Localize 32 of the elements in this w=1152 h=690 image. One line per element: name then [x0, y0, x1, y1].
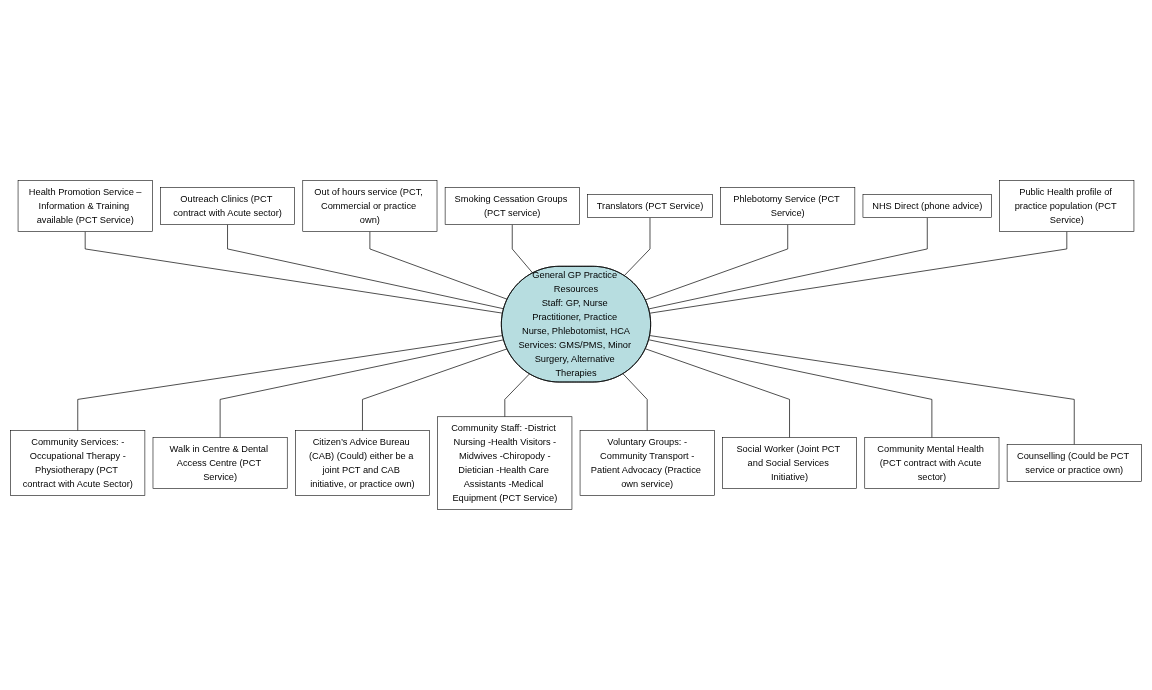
connector [227, 224, 505, 310]
node-box: Counselling (Could be PCT service or practice own) [1006, 444, 1142, 482]
connector [648, 217, 928, 310]
connector [362, 348, 508, 431]
node-box: Walk in Centre & Dental Access Centre (PCT Service) [152, 437, 288, 489]
node-box: Voluntary Groups: -Community Transport -Patient Advocacy (Practice own service) [579, 430, 715, 496]
connector [511, 224, 534, 274]
node-box: Community Staff: -District Nursing -Health Visitors -Midwives -Chiropody -Dietician -Health Care Assistants -Medical Equipment (PCT Service) [437, 416, 573, 510]
connector [77, 335, 504, 431]
node-box: NHS Direct (phone advice) [862, 194, 992, 218]
node-box: Citizen’s Advice Bureau (CAB) (Could) either be a joint PCT and CAB initiative, or practice own) [295, 430, 430, 496]
node-box: Phlebotomy Service (PCT Service) [720, 187, 856, 225]
connector [219, 339, 505, 438]
node-box: Community Services: -Occupational Therapy -Physiotherapy (PCT contract with Acute Sector) [10, 430, 146, 496]
node-box: Health Promotion Service –Information & Training available (PCT Service) [17, 180, 153, 232]
node-box: Smoking Cessation Groups (PCT service) [444, 187, 580, 225]
node-box: Out of hours service (PCT, Commercial or practice own) [302, 180, 438, 232]
connector [645, 348, 790, 438]
node-box: Translators (PCT Service) [587, 194, 713, 218]
connector [623, 217, 651, 277]
connector [369, 231, 508, 300]
connector [649, 231, 1068, 314]
node-box: Public Health profile of practice population (PCT Service) [999, 180, 1135, 232]
connector [622, 373, 648, 431]
connector [645, 224, 789, 301]
connector [649, 335, 1075, 445]
node-box: Outreach Clinics (PCT contract with Acute sector) [160, 187, 295, 225]
connector [504, 373, 530, 418]
node-box: Social Worker (Joint PCT and Social Services Initiative) [722, 437, 857, 489]
connector [84, 231, 504, 314]
connector [648, 339, 933, 438]
node-box: Community Mental Health (PCT contract with Acute sector) [864, 437, 1000, 489]
